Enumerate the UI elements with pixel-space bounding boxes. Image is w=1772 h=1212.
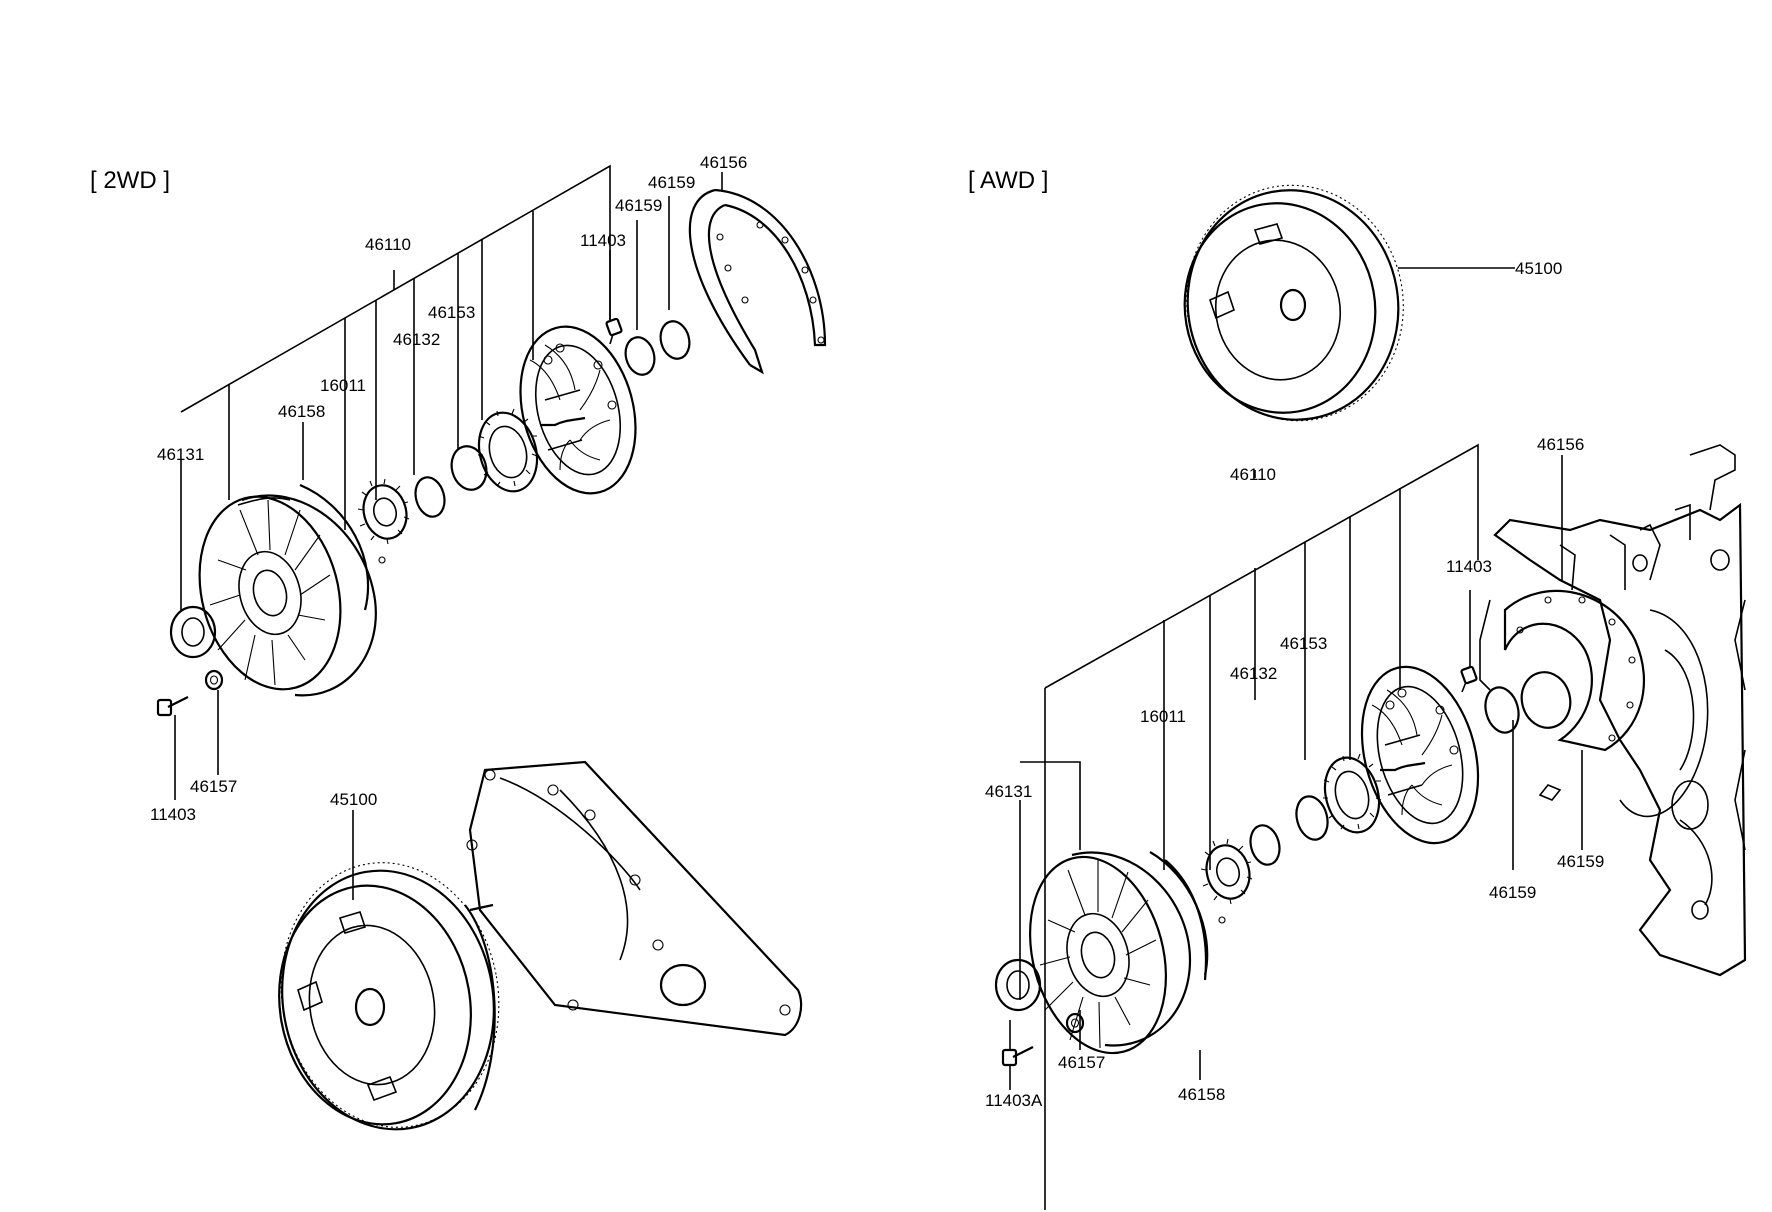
part-drive-gear-awd	[1200, 838, 1253, 905]
part-transmission-case-awd	[1479, 444, 1747, 977]
part-o-ring-awd	[1249, 824, 1281, 866]
part-o-ring-a-2wd	[624, 336, 656, 376]
label-46110-awd: 46110	[1230, 465, 1276, 484]
part-bolt-lower-awd	[1001, 1046, 1034, 1067]
label-46157-2wd: 46157	[190, 777, 237, 796]
part-torque-converter-2wd	[278, 862, 500, 1131]
part-snap-ring-awd	[1149, 851, 1209, 976]
label-11403A-awd: 11403A	[985, 1091, 1043, 1110]
part-converter-housing-2wd	[466, 760, 803, 1037]
label-11403-awd: 11403	[1446, 557, 1492, 576]
label-46156-2wd: 46156	[700, 153, 747, 172]
label-46159-b-awd: 46159	[1557, 852, 1604, 871]
label-11403-lower-2wd: 11403	[150, 805, 196, 824]
label-46110-2wd: 46110	[365, 235, 411, 254]
part-nut-awd	[1065, 1012, 1085, 1034]
label-16011-2wd: 16011	[320, 376, 366, 395]
part-gasket-awd	[1503, 589, 1645, 752]
part-o-ring-2wd	[414, 476, 446, 518]
part-o-ring-2-awd	[1295, 795, 1329, 841]
part-bolt-upper-2wd	[605, 317, 623, 345]
part-gasket-2wd	[688, 188, 827, 375]
section-2wd: 46110 46156 46159 46159 11403 46153 4613…	[150, 153, 827, 1131]
part-snap-ring-2wd	[299, 483, 370, 611]
label-46158-awd: 46158	[1178, 1085, 1225, 1104]
section-title-awd: [ AWD ]	[968, 167, 1048, 194]
label-11403-upper-2wd: 11403	[580, 231, 626, 250]
section-awd: 45100 46156 46110 11403 46153 46132 1601…	[985, 184, 1747, 1210]
label-46159-a-awd: 46159	[1489, 883, 1536, 902]
part-torque-converter-awd	[1183, 184, 1515, 422]
label-46159-b-2wd: 46159	[615, 196, 662, 215]
label-16011-awd: 16011	[1140, 707, 1186, 726]
label-46132-2wd: 46132	[393, 330, 440, 349]
label-46131-awd: 46131	[985, 782, 1032, 801]
section-title-2wd: [ 2WD ]	[90, 167, 170, 194]
part-pump-housing-2wd	[198, 494, 377, 697]
label-45100-awd: 45100	[1515, 259, 1562, 278]
label-46153-awd: 46153	[1280, 634, 1327, 653]
part-bolt-lower-2wd	[156, 696, 189, 717]
label-46157-awd: 46157	[1058, 1053, 1105, 1072]
part-o-ring-b-2wd	[659, 320, 691, 360]
leader-lines-awd	[1009, 443, 1583, 1210]
label-46158-2wd: 46158	[278, 402, 325, 421]
label-46156-awd: 46156	[1537, 435, 1584, 454]
label-46159-a-2wd: 46159	[648, 173, 695, 192]
part-bolt-upper-awd	[1460, 665, 1478, 693]
part-pump-cover-2wd	[519, 325, 637, 495]
label-46153-2wd: 46153	[428, 303, 475, 322]
label-46131-2wd: 46131	[157, 445, 204, 464]
part-o-ring-a-awd	[1484, 686, 1520, 734]
part-drive-gear-2wd	[357, 478, 410, 545]
part-nut-2wd	[204, 669, 224, 691]
label-46132-awd: 46132	[1230, 664, 1277, 683]
leader-lines-2wd	[174, 164, 723, 900]
label-45100-2wd: 45100	[330, 790, 377, 809]
part-pump-housing-awd	[1028, 851, 1207, 1055]
part-driven-gear-2wd	[450, 408, 539, 493]
part-pump-cover-awd	[1360, 665, 1480, 845]
part-o-ring-b-awd	[1520, 671, 1572, 729]
part-oil-seal-2wd	[169, 605, 217, 659]
